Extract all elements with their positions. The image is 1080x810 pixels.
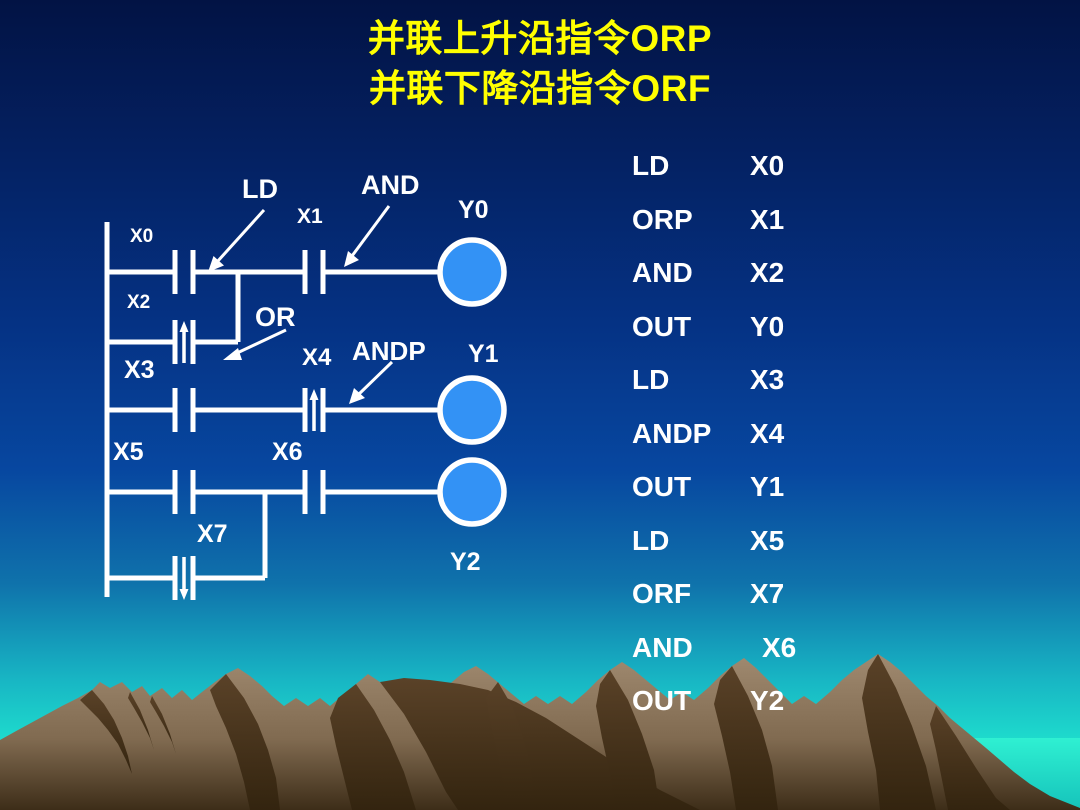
contact-x0: [172, 250, 196, 294]
title-line-1: 并联上升沿指令ORP: [367, 18, 713, 59]
instruction-row: ORP X1: [632, 204, 952, 258]
label-x0: X0: [130, 226, 153, 247]
annotation-label-andp: ANDP: [352, 336, 426, 366]
annotation-label-or: OR: [255, 302, 296, 332]
label-x1: X1: [297, 205, 323, 228]
label-y1: Y1: [468, 340, 499, 368]
coil-y2: [437, 457, 507, 527]
mountain-shadow-peak1: [128, 692, 154, 750]
mountain-shadow-mid: [210, 674, 280, 810]
contact-x1: [302, 250, 326, 294]
mountain-shadow-right: [862, 654, 936, 810]
instruction-opcode: ORF: [632, 578, 692, 609]
contact-x6: [302, 470, 326, 514]
instruction-row: LD X3: [632, 364, 952, 418]
mountain-shadow-left: [80, 690, 132, 774]
instruction-operand: X0: [750, 150, 785, 181]
instruction-operand: Y2: [750, 685, 785, 716]
instruction-operand: Y1: [750, 471, 785, 502]
mountain-shadow-peak2: [150, 696, 176, 754]
instruction-operand: X6: [762, 631, 797, 663]
rising-edge-arrow-x2: [179, 321, 189, 363]
ladder-diagram: X0 X1 X2 X3 X4 X5 X6 X7 Y0 Y1 Y2 LD AND …: [104, 170, 507, 600]
instruction-opcode: ORP: [632, 203, 693, 235]
label-x2: X2: [127, 292, 150, 313]
annotation-label-ld: LD: [242, 174, 278, 204]
coil-y1: [437, 375, 507, 445]
falling-edge-arrow-x7: [179, 557, 189, 600]
instruction-list: LD X0 ORP X1 AND X2 OUT Y0 LD X3 ANDP X4…: [632, 150, 952, 739]
instruction-row: OUT Y2: [632, 685, 952, 739]
mountain-shadow-peak4: [596, 670, 660, 810]
contact-x3: [172, 388, 196, 432]
coil-group: [437, 237, 507, 527]
instruction-opcode: AND: [632, 257, 693, 288]
label-x3: X3: [124, 356, 155, 384]
contact-x7-falling-edge: [172, 556, 196, 600]
instruction-opcode: ANDP: [632, 417, 712, 449]
instruction-operand: X3: [750, 364, 785, 395]
label-x4: X4: [302, 344, 332, 371]
label-x5: X5: [113, 438, 144, 466]
mountain-shadow-peak5: [714, 666, 778, 810]
annotation-arrow-and: [344, 205, 391, 267]
instruction-opcode: LD: [632, 150, 670, 181]
instruction-operand: Y0: [750, 310, 785, 342]
instruction-opcode: AND: [632, 631, 693, 663]
instruction-operand: X2: [750, 257, 785, 288]
instruction-row: ORF X7: [632, 578, 952, 632]
instruction-operand: X1: [750, 203, 785, 235]
annotation-arrow-andp: [349, 360, 394, 404]
annotation-arrow-ld: [208, 208, 266, 272]
instruction-row: ANDP X4: [632, 418, 952, 472]
instruction-opcode: OUT: [632, 471, 692, 502]
contact-x4-rising-edge: [302, 388, 326, 432]
coil-y0: [437, 237, 507, 307]
annotation-label-and: AND: [361, 170, 420, 200]
instruction-row: AND X2: [632, 257, 952, 311]
contact-x2-rising-edge: [172, 320, 196, 364]
rising-edge-arrow-x4: [309, 389, 319, 431]
label-y0: Y0: [458, 196, 489, 224]
mountain-shadow-far-right: [930, 706, 1010, 810]
contact-x5: [172, 470, 196, 514]
instruction-opcode: OUT: [632, 685, 692, 716]
label-x7: X7: [197, 520, 228, 548]
label-y2: Y2: [450, 548, 481, 576]
instruction-opcode: LD: [632, 524, 670, 556]
title-line-2: 并联下降沿指令ORF: [368, 67, 712, 109]
instruction-operand: X5: [750, 524, 785, 556]
instruction-operand: X4: [750, 417, 785, 449]
annotation-arrow-or: [223, 328, 287, 360]
mountain-shadow-center: [330, 684, 416, 810]
label-x6: X6: [272, 438, 303, 466]
mountain-shadow-peak3: [486, 682, 536, 810]
instruction-opcode: LD: [632, 364, 670, 395]
page-title: 并联上升沿指令ORP 并联下降沿指令ORF: [0, 14, 1080, 113]
instruction-opcode: OUT: [632, 310, 692, 342]
instruction-row: OUT Y1: [632, 471, 952, 525]
instruction-row: LD X0: [632, 150, 952, 204]
instruction-row: OUT Y0: [632, 311, 952, 365]
instruction-row: AND X6: [632, 632, 952, 686]
instruction-row: LD X5: [632, 525, 952, 579]
instruction-operand: X7: [750, 578, 785, 609]
background-scenery-illustration: [0, 654, 1080, 810]
